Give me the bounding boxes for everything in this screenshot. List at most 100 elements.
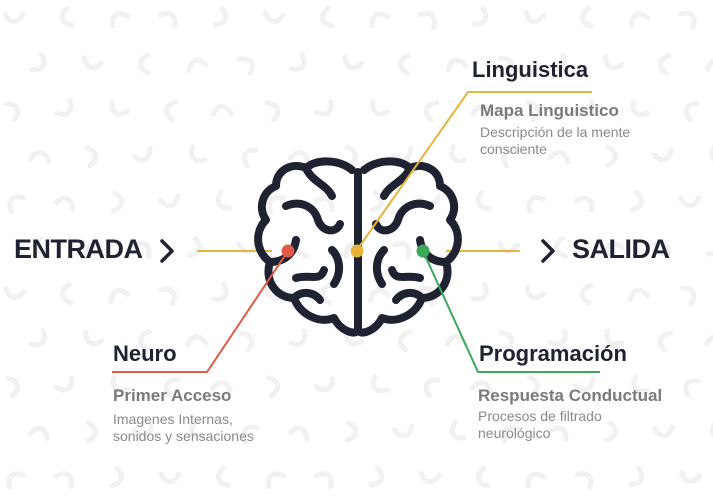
bg-swirl: [524, 284, 547, 301]
linguistica-description: Descripción de la mente consciente: [480, 124, 631, 157]
bg-swirl: [313, 195, 335, 213]
bg-swirl: [627, 465, 645, 487]
bg-swirl: [391, 146, 414, 163]
bg-swirl: [418, 11, 438, 30]
bg-swirl: [631, 373, 650, 394]
bg-swirl: [498, 330, 515, 353]
bg-swirl: [241, 147, 259, 169]
bg-swirl: [236, 56, 255, 77]
bg-swirl: [369, 11, 391, 29]
linguistica-subtitle: Mapa Linguistico: [480, 101, 619, 120]
bg-swirl: [548, 52, 567, 72]
bg-swirl: [423, 377, 441, 399]
bg-swirl: [678, 10, 697, 30]
bg-swirl: [630, 98, 650, 117]
bg-swirl: [3, 285, 27, 300]
bg-swirl: [423, 100, 440, 123]
salida-label: SALIDA: [572, 234, 670, 264]
bg-swirl: [370, 189, 384, 213]
bg-swirl: [547, 328, 568, 347]
bg-swirl: [397, 329, 413, 353]
bg-swirl: [3, 101, 21, 123]
programacion-subtitle: Respuesta Conductual: [478, 386, 663, 405]
bg-swirl: [344, 144, 358, 168]
bg-swirl: [652, 240, 671, 260]
bg-swirl: [5, 375, 21, 399]
entrada-label: ENTRADA: [14, 234, 143, 264]
bg-swirl: [391, 423, 415, 438]
salida-chevron-right-icon: [541, 239, 555, 263]
neuro-subtitle: Primer Acceso: [113, 386, 232, 405]
bg-swirl: [188, 144, 208, 164]
bg-swirl: [212, 5, 229, 28]
bg-swirl: [109, 99, 131, 117]
bg-swirl: [657, 330, 674, 353]
bg-swirl: [210, 104, 234, 118]
bg-swirl: [392, 241, 412, 260]
bg-swirl: [603, 419, 618, 443]
bg-swirl: [186, 57, 209, 74]
bg-swirl: [344, 420, 358, 444]
bg-swirl: [313, 471, 334, 490]
bg-swirl: [110, 11, 131, 29]
bg-swirl: [28, 150, 52, 164]
bg-swirl: [651, 146, 674, 163]
bg-swirl: [658, 53, 672, 76]
entrada-chevron-right-icon: [160, 239, 174, 263]
dot-programacion: [416, 244, 430, 258]
bg-swirl: [580, 6, 594, 29]
bg-swirl: [238, 330, 255, 353]
linguistica-title: Linguistica: [472, 57, 589, 82]
bg-swirl: [2, 11, 26, 24]
bg-swirl: [320, 282, 333, 306]
bg-swirl: [215, 465, 232, 488]
bg-swirl: [158, 471, 182, 484]
bg-swirl: [320, 5, 335, 29]
neuro-description: Imagenes Internas, sonidos y sensaciones: [113, 411, 254, 444]
connector-programacion: [422, 250, 600, 373]
bg-swirl: [605, 144, 618, 168]
bg-swirl: [29, 51, 47, 73]
bg-swirl: [110, 190, 124, 214]
bg-swirl: [705, 235, 713, 257]
bg-swirl: [342, 54, 365, 71]
bg-swirl: [604, 328, 625, 347]
bg-swirl: [266, 471, 287, 489]
bg-swirl: [683, 100, 700, 123]
bg-swirl: [185, 334, 208, 348]
bg-swirl: [554, 235, 569, 259]
bg-swirl: [28, 328, 47, 348]
bg-swirl: [6, 471, 26, 490]
bg-swirl: [476, 465, 491, 489]
bg-swirl: [574, 471, 594, 490]
bg-swirl: [264, 100, 281, 123]
programacion-description: Procesos de filtrado neurológico: [478, 408, 602, 441]
bg-swirl: [85, 420, 98, 444]
bg-swirl: [287, 425, 310, 442]
bg-swirl: [470, 281, 489, 302]
bg-swirl: [138, 329, 153, 353]
bg-swirl: [262, 10, 286, 24]
bg-swirl: [368, 465, 385, 488]
bg-swirl: [215, 189, 233, 211]
bg-swirl: [60, 282, 74, 306]
bg-swirl: [131, 145, 153, 163]
bg-swirl: [449, 419, 467, 441]
bg-swirl: [313, 98, 334, 117]
bg-swirl: [54, 98, 74, 117]
bg-swirl: [525, 471, 547, 489]
bg-swirl: [371, 374, 390, 394]
bg-swirl: [398, 52, 411, 76]
bg-swirl: [157, 11, 178, 30]
bg-swirl: [525, 99, 541, 123]
bg-swirl: [84, 241, 105, 260]
programacion-title: Programación: [479, 341, 627, 366]
bg-swirl: [678, 195, 702, 208]
bg-swirl: [471, 5, 489, 27]
bg-swirl: [83, 329, 105, 347]
bg-swirl: [53, 375, 75, 393]
bg-swirl: [81, 55, 105, 71]
bg-swirl: [627, 288, 651, 303]
bg-swirl: [267, 194, 286, 214]
